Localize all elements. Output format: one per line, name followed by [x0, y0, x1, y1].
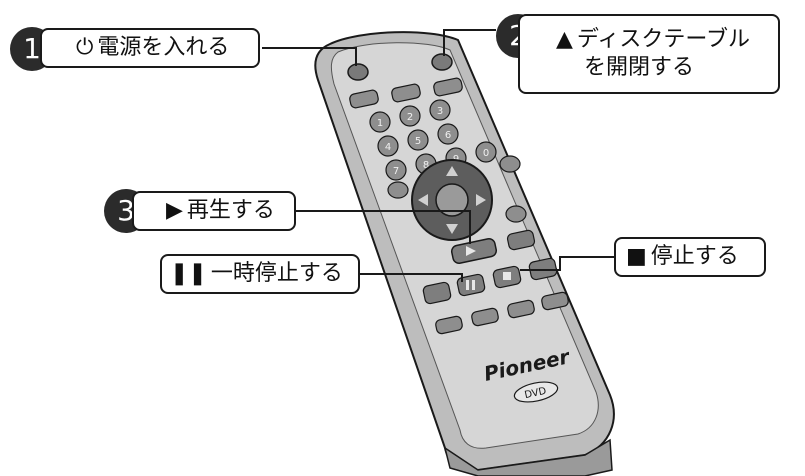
number-key-label: 6: [445, 130, 451, 141]
dvd-badge: DVD: [513, 381, 559, 403]
play-callout: ▶ 再生する: [132, 191, 296, 231]
eject-icon: ▲: [556, 27, 573, 52]
pause-button[interactable]: [456, 273, 486, 297]
number-key-0[interactable]: 0: [475, 141, 497, 163]
pause-callout-text: 一時停止する: [210, 261, 343, 286]
rewind-button[interactable]: [422, 281, 452, 305]
number-key-label: 4: [385, 142, 391, 153]
leader-lines: [262, 29, 614, 282]
number-keypad: 1234567890: [369, 99, 497, 181]
number-key-6[interactable]: 6: [437, 123, 459, 145]
stop-callout: ■ 停止する: [614, 237, 766, 277]
power-icon: ⏻: [76, 35, 94, 60]
pause-callout: ❚❚ 一時停止する: [160, 254, 360, 294]
dvd-badge-label: DVD: [524, 386, 548, 401]
stop-callout-text: 停止する: [650, 244, 739, 269]
play-callout-text: 再生する: [186, 198, 275, 223]
power-callout-text: 電源を入れる: [97, 35, 230, 60]
power-button[interactable]: [347, 63, 369, 81]
number-key-label: 2: [407, 112, 413, 123]
function-buttons-row: [349, 77, 463, 109]
pause-icon: ❚❚: [170, 261, 207, 286]
power-callout: ⏻ 電源を入れる: [40, 28, 260, 68]
number-key-2[interactable]: 2: [399, 105, 421, 127]
eject-callout-text-1: ディスクテーブル: [576, 27, 751, 52]
number-key-label: 5: [415, 136, 421, 147]
number-key-4[interactable]: 4: [377, 135, 399, 157]
number-key-7[interactable]: 7: [385, 159, 407, 181]
number-key-label: 8: [423, 160, 429, 171]
number-key-label: 7: [393, 166, 399, 177]
menu-button[interactable]: [499, 155, 521, 173]
zoom-button[interactable]: [507, 299, 535, 319]
display-button[interactable]: [541, 291, 569, 311]
play-mode-button[interactable]: [435, 315, 463, 335]
play-button[interactable]: [450, 237, 498, 265]
number-key-5[interactable]: 5: [407, 129, 429, 151]
number-key-1[interactable]: 1: [369, 111, 391, 133]
number-key-3[interactable]: 3: [429, 99, 451, 121]
next-button[interactable]: [506, 229, 536, 251]
play-icon: ▶: [166, 198, 183, 223]
surround-button[interactable]: [471, 307, 499, 327]
eject-callout: ▲ディスクテーブル を開閉する: [518, 14, 780, 94]
eject-button[interactable]: [431, 53, 453, 71]
eject-callout-text-2: を開閉する: [584, 55, 695, 80]
number-key-label: 0: [483, 148, 489, 159]
direction-pad[interactable]: [411, 159, 493, 241]
stop-button[interactable]: [492, 265, 522, 289]
top-menu-button[interactable]: [387, 181, 409, 199]
stop-icon: ■: [626, 244, 647, 269]
return-button[interactable]: [505, 205, 527, 223]
number-key-label: 3: [437, 106, 443, 117]
number-key-label: 1: [377, 118, 383, 129]
eject-callout-line1: ▲ディスクテーブル: [556, 26, 750, 54]
